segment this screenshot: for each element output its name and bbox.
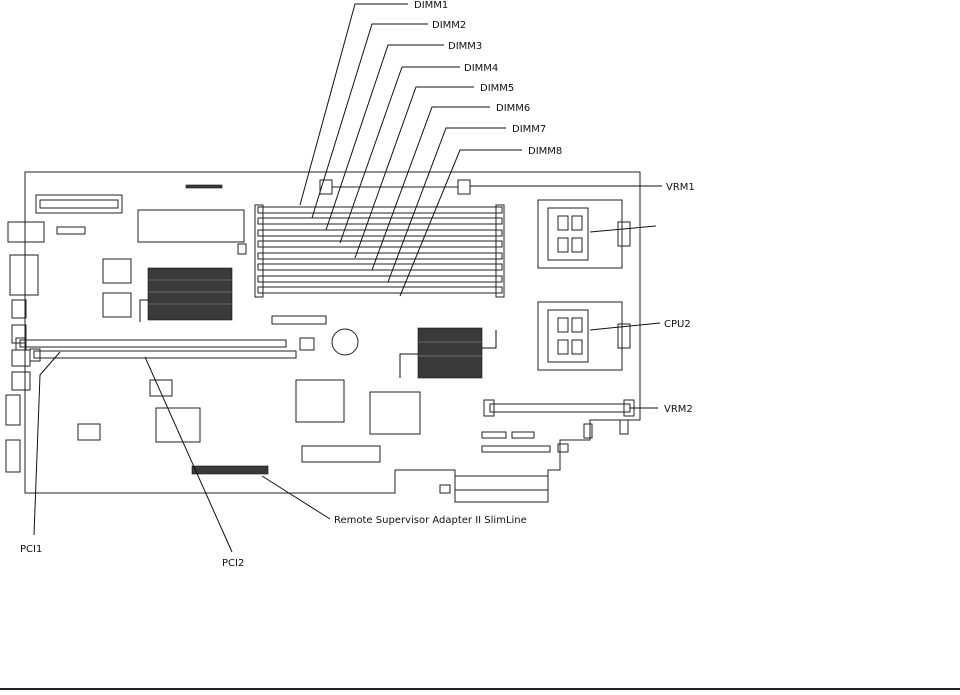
lower-components bbox=[301, 419, 629, 503]
rear-io-connectors bbox=[5, 221, 45, 473]
southbridge-heatsink bbox=[399, 327, 497, 379]
chipset-heatsink bbox=[139, 267, 233, 322]
label-dimm7: DIMM7 bbox=[512, 124, 546, 135]
pci-slots bbox=[15, 337, 297, 362]
label-dimm2: DIMM2 bbox=[432, 20, 466, 31]
label-dimm1: DIMM1 bbox=[414, 0, 448, 11]
callout-leader-lines bbox=[33, 3, 662, 553]
middle-components bbox=[77, 315, 421, 443]
rsa-connector bbox=[191, 465, 269, 475]
label-dimm3: DIMM3 bbox=[448, 41, 482, 52]
label-dimm6: DIMM6 bbox=[496, 103, 530, 114]
label-vrm2: VRM2 bbox=[664, 404, 693, 415]
cpu1-socket bbox=[537, 199, 631, 269]
vrm1-sockets bbox=[319, 179, 471, 195]
label-dimm8: DIMM8 bbox=[528, 146, 562, 157]
dimm-slot-bank bbox=[254, 204, 505, 298]
label-dimm4: DIMM4 bbox=[464, 63, 498, 74]
label-pci1: PCI1 bbox=[20, 544, 42, 555]
vrm2-slot bbox=[483, 399, 635, 417]
cpu2-socket bbox=[537, 301, 631, 371]
bottom-rule bbox=[0, 688, 960, 690]
label-cpu2: CPU2 bbox=[664, 319, 691, 330]
label-dimm5: DIMM5 bbox=[480, 83, 514, 94]
top-left-components bbox=[35, 184, 247, 318]
label-rsa: Remote Supervisor Adapter II SlimLine bbox=[334, 515, 527, 526]
label-pci2: PCI2 bbox=[222, 558, 244, 569]
label-vrm1: VRM1 bbox=[666, 182, 695, 193]
